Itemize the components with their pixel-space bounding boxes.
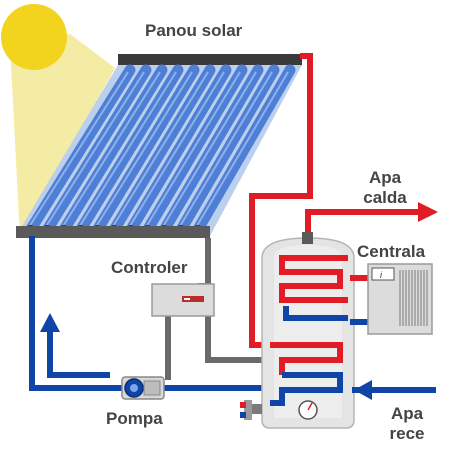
- wire-controller-to-tank: [205, 312, 270, 363]
- vacuum-tube-highlight: [127, 71, 225, 229]
- pressure-gauge-icon: [298, 400, 318, 420]
- vacuum-tube-highlight: [60, 71, 161, 229]
- boiler-display: [371, 267, 395, 281]
- upper-coil-boiler: [279, 255, 348, 321]
- pump-icon: [121, 376, 165, 400]
- boiler-vents: [399, 270, 428, 326]
- hot-water-label-line-1: Apa: [368, 168, 402, 187]
- vacuum-tubes: [24, 64, 296, 236]
- return-flow-arrow: [40, 313, 110, 378]
- solar-panel-label: Panou solar: [145, 21, 243, 40]
- cold-water-inlet: [352, 380, 436, 400]
- vacuum-tube-highlight: [161, 71, 257, 229]
- vacuum-tube-highlight: [44, 71, 145, 229]
- cold-water-label: Apa rece: [383, 404, 431, 444]
- hot-supply-pipe: [249, 53, 313, 348]
- cold-water-label-line-2: rece: [389, 424, 425, 443]
- vacuum-tube-highlight: [194, 71, 289, 229]
- wire-panel-to-controller: [198, 238, 211, 289]
- thermometer-icon: [240, 400, 262, 420]
- panel-bottom-manifold: [16, 226, 210, 238]
- controller-display: [182, 296, 204, 302]
- hot-water-outlet: [305, 202, 438, 232]
- svg-text:i: i: [380, 270, 383, 280]
- vacuum-tube: [158, 64, 264, 236]
- vacuum-tube-highlight: [94, 71, 193, 229]
- tank-top-fitting: [302, 232, 313, 244]
- vacuum-tube: [108, 64, 216, 236]
- hot-water-label: Apa calda: [361, 168, 409, 208]
- vacuum-tube: [125, 64, 232, 236]
- boiler-unit: i: [350, 263, 433, 335]
- vacuum-tube: [192, 64, 296, 236]
- hot-water-arrow-icon: [418, 202, 438, 222]
- vacuum-tube: [175, 64, 280, 236]
- boiler-label: Centrala: [357, 242, 426, 261]
- vacuum-tube: [141, 64, 248, 236]
- panel-header-bar: [118, 54, 302, 65]
- hot-water-label-line-2: calda: [363, 188, 407, 207]
- cold-water-label-line-1: Apa: [390, 404, 424, 423]
- vacuum-tube-highlight: [111, 71, 209, 229]
- vacuum-tube-highlight: [178, 71, 273, 229]
- sun-icon: [1, 4, 67, 70]
- lower-coil-solar: [270, 342, 343, 406]
- vacuum-tube-highlight: [27, 71, 129, 229]
- solar-panel: [16, 54, 302, 238]
- pump-label: Pompa: [106, 409, 163, 428]
- storage-tank: [261, 232, 355, 429]
- vacuum-tube-highlight: [144, 71, 241, 229]
- cold-water-arrow-icon: [354, 380, 372, 400]
- sun-rays: [10, 34, 115, 238]
- controller-label: Controler: [111, 258, 188, 277]
- vacuum-tube-highlight: [77, 71, 177, 229]
- controller-box: [151, 283, 215, 317]
